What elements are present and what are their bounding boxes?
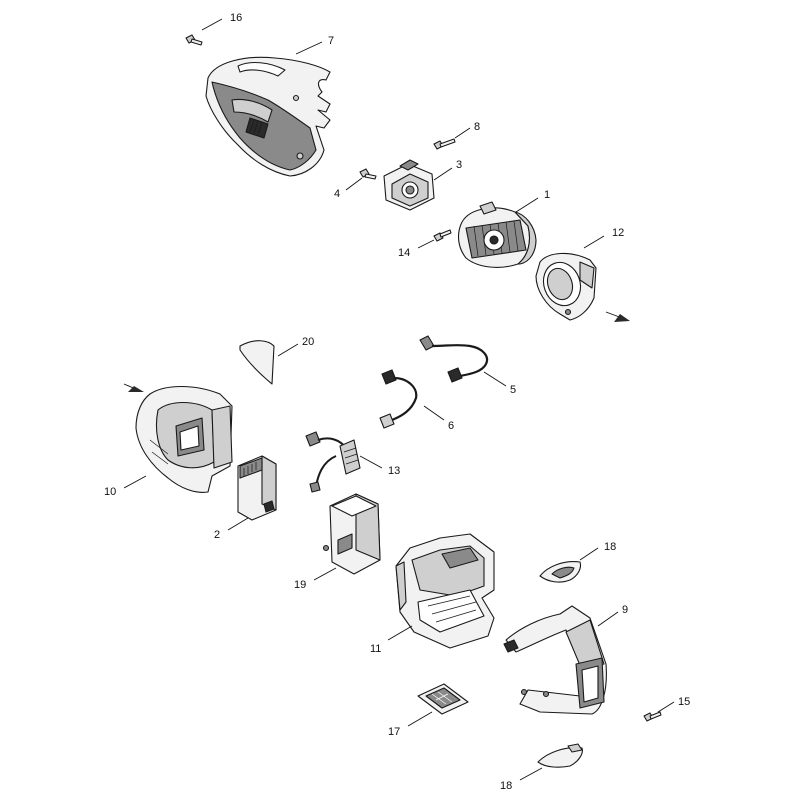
part-6-cable	[379, 369, 418, 429]
callout-6: 6	[448, 420, 454, 432]
callout-2: 2	[214, 529, 220, 541]
callout-3: 3	[456, 159, 462, 171]
leader-19	[313, 567, 337, 581]
part-15-screw	[643, 711, 662, 722]
callout-9: 9	[622, 604, 628, 616]
leader-18b	[519, 767, 543, 781]
leader-11	[387, 625, 413, 641]
part-10-rear-housing	[135, 386, 233, 493]
leader-17	[407, 711, 433, 727]
part-4-screw	[359, 168, 377, 180]
callout-14: 14	[398, 247, 410, 259]
callout-1: 1	[544, 189, 550, 201]
part-18-cap-upper	[539, 561, 582, 583]
leader-16	[201, 18, 223, 31]
callout-18-lower: 18	[500, 780, 512, 792]
direction-arrow-left	[123, 383, 144, 392]
callout-4: 4	[334, 188, 340, 200]
callout-16: 16	[230, 12, 242, 24]
part-1-motor	[457, 201, 537, 268]
direction-arrow-right	[605, 311, 630, 322]
part-13-switch-harness	[305, 431, 361, 493]
part-5-cable	[419, 335, 489, 383]
leader-9	[597, 611, 619, 627]
part-12-shroud	[535, 252, 597, 321]
leader-15	[657, 701, 675, 713]
callout-8: 8	[474, 121, 480, 133]
part-2-controller-block	[237, 455, 277, 521]
callout-18-upper: 18	[604, 541, 616, 553]
callout-17: 17	[388, 726, 400, 738]
leader-5	[483, 371, 507, 387]
leader-14	[417, 239, 435, 249]
leader-8	[454, 127, 471, 139]
callout-10: 10	[104, 486, 116, 498]
callout-5: 5	[510, 384, 516, 396]
leader-20	[277, 343, 299, 357]
leader-6	[423, 405, 445, 421]
part-14-screw	[433, 229, 452, 242]
callout-15: 15	[678, 696, 690, 708]
part-16-screw	[185, 34, 203, 46]
leader-18a	[579, 547, 599, 561]
callout-13: 13	[388, 465, 400, 477]
part-7-upper-housing	[205, 56, 331, 177]
leader-3	[433, 167, 453, 181]
leader-7	[295, 41, 323, 55]
part-19-cover-box	[322, 493, 381, 575]
leader-12	[583, 235, 605, 249]
callout-20: 20	[302, 336, 314, 348]
callout-7: 7	[328, 35, 334, 47]
leader-13	[359, 455, 383, 469]
part-9-handle-frame	[503, 605, 607, 715]
callout-11: 11	[370, 643, 381, 655]
part-8-screw	[433, 138, 456, 150]
leader-2	[227, 517, 249, 531]
part-3-bracket	[383, 159, 435, 211]
leader-4	[345, 177, 363, 191]
part-20-pad	[239, 340, 275, 385]
part-17-filter	[417, 683, 469, 715]
part-11-lower-housing	[395, 533, 495, 649]
part-18-cap-lower	[537, 743, 583, 768]
callout-12: 12	[612, 227, 624, 239]
leader-10	[123, 475, 147, 489]
callout-19: 19	[294, 579, 306, 591]
leader-1	[515, 197, 539, 213]
